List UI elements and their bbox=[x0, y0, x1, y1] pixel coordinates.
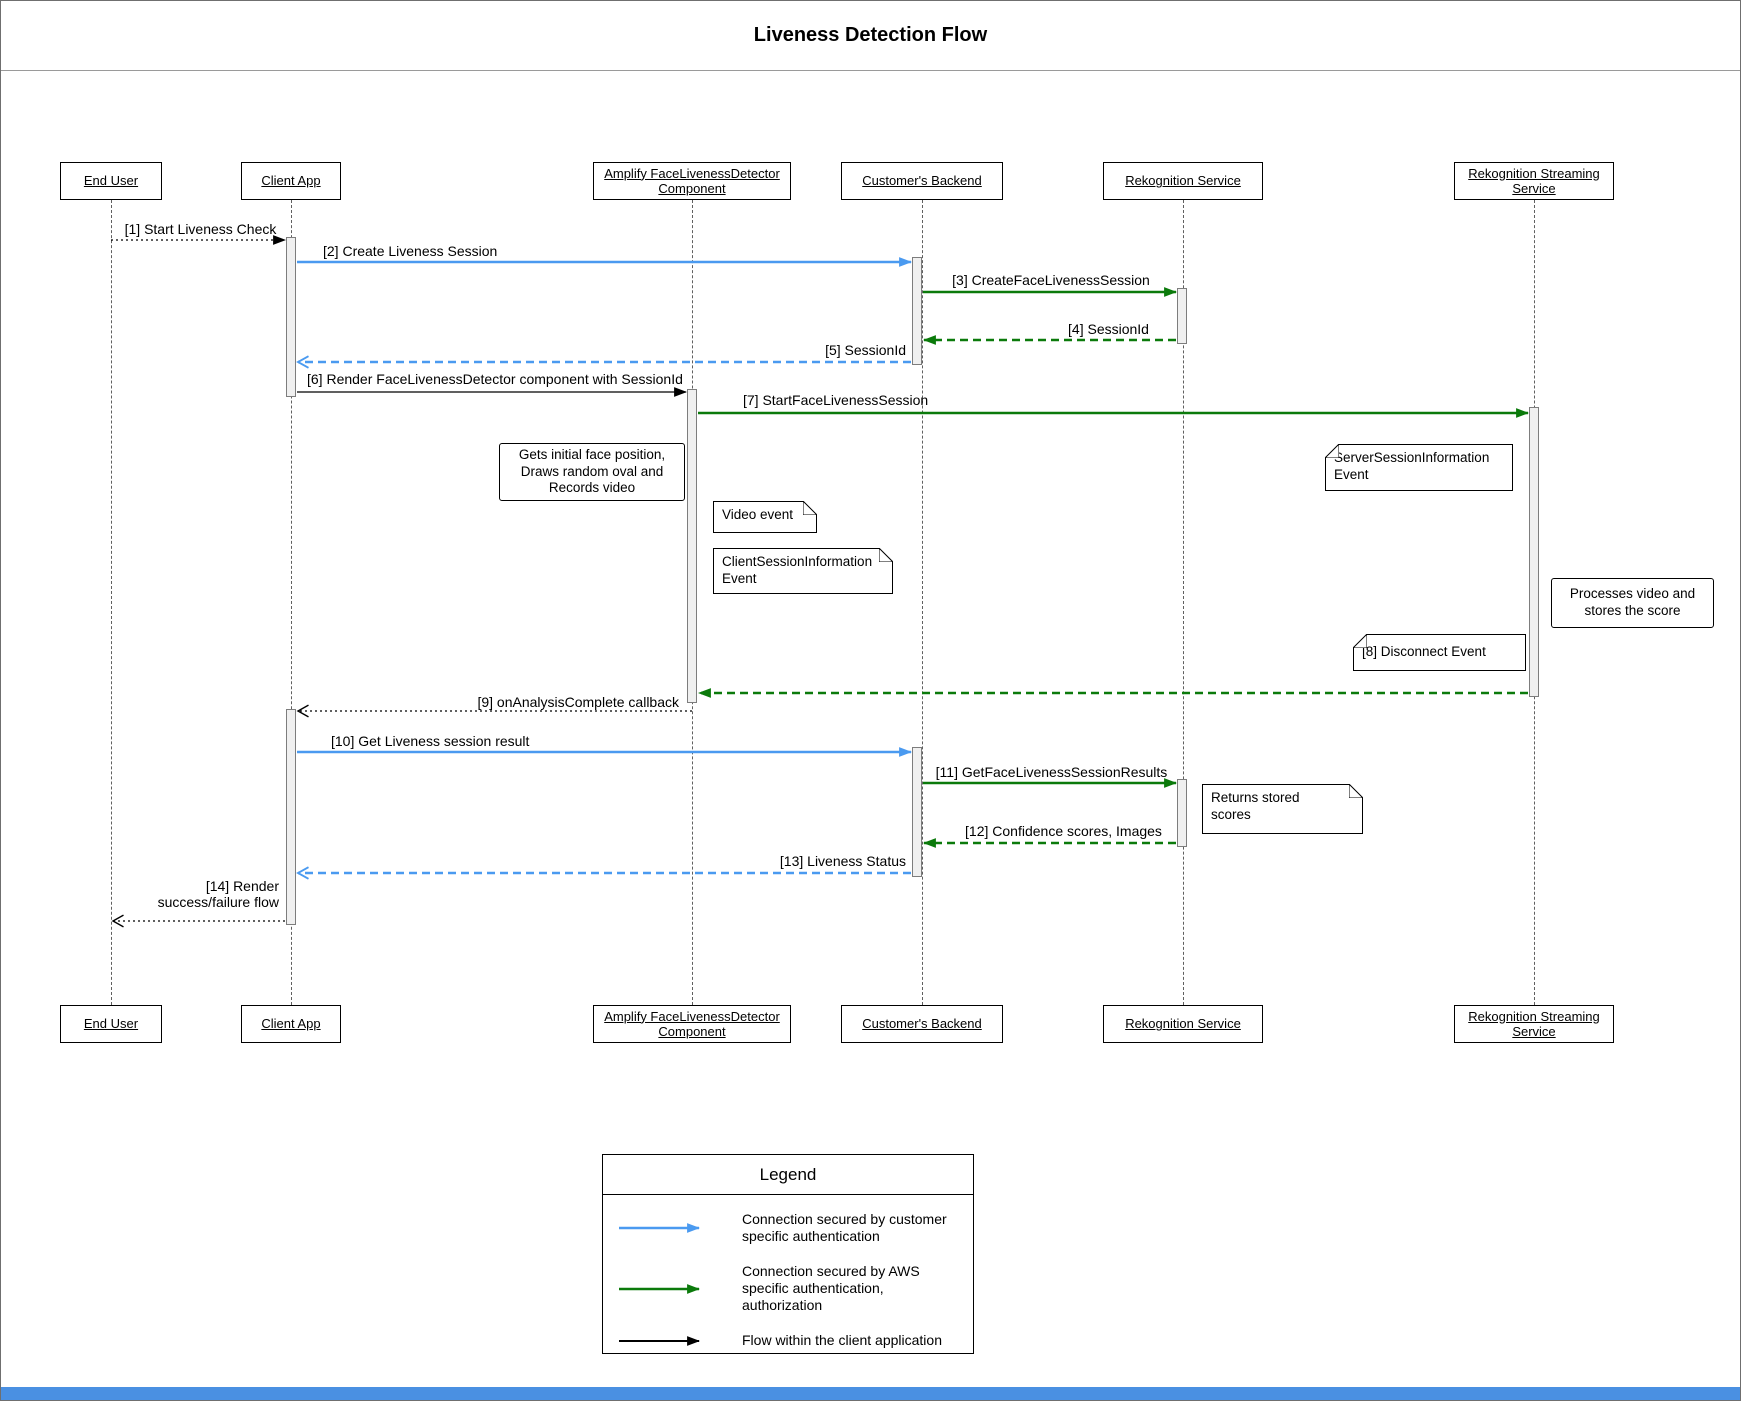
actor-bottom-end-user: End User bbox=[60, 1005, 162, 1043]
message-3-label: [3] CreateFaceLivenessSession bbox=[952, 272, 1150, 288]
legend-row-client-flow: Flow within the client application bbox=[617, 1332, 955, 1349]
message-10-label: [10] Get Liveness session result bbox=[331, 733, 530, 749]
note-returns-scores: Returns stored scores bbox=[1202, 784, 1363, 834]
lifeline-end-user bbox=[111, 200, 112, 1005]
legend-row-aws-auth: Connection secured by AWS specific authe… bbox=[617, 1263, 955, 1314]
note-video-event-text: Video event bbox=[722, 507, 794, 522]
page-title: Liveness Detection Flow bbox=[753, 24, 988, 46]
note-client-session-text: ClientSessionInformation Event bbox=[722, 554, 873, 586]
note-server-session-text: ServerSessionInformation Event bbox=[1334, 450, 1490, 482]
note-fold-icon bbox=[1353, 634, 1367, 648]
legend: Legend Connection secured by customer sp… bbox=[602, 1154, 974, 1354]
actor-top-customer-backend: Customer's Backend bbox=[841, 162, 1003, 200]
note-fold-icon bbox=[1349, 784, 1363, 798]
message-2-label: [2] Create Liveness Session bbox=[323, 243, 498, 259]
note-disconnect-event-text: [8] Disconnect Event bbox=[1362, 644, 1486, 660]
actor-top-end-user: End User bbox=[60, 162, 162, 200]
activation-rekognition-2 bbox=[1177, 779, 1187, 847]
legend-label: Connection secured by customer specific … bbox=[742, 1211, 947, 1244]
note-returns-scores-text: Returns stored scores bbox=[1211, 790, 1300, 822]
actor-top-rekognition-service: Rekognition Service bbox=[1103, 162, 1263, 200]
actor-label: Rekognition Service bbox=[1125, 1016, 1241, 1032]
lifeline-client-app bbox=[291, 200, 292, 1005]
actor-top-amplify-component: Amplify FaceLivenessDetector Component bbox=[593, 162, 791, 200]
black-arrow-icon bbox=[619, 1335, 701, 1346]
activation-amplify bbox=[687, 389, 697, 703]
activation-backend-2 bbox=[912, 747, 922, 877]
actor-bottom-rekognition-streaming: Rekognition Streaming Service bbox=[1454, 1005, 1614, 1043]
activation-streaming bbox=[1529, 407, 1539, 697]
actor-bottom-client-app: Client App bbox=[241, 1005, 341, 1043]
actor-label: Customer's Backend bbox=[862, 1016, 982, 1032]
note-fold-icon bbox=[803, 501, 817, 515]
legend-row-customer-auth: Connection secured by customer specific … bbox=[617, 1211, 955, 1245]
diagram-header: Liveness Detection Flow bbox=[1, 1, 1740, 71]
legend-label: Connection secured by AWS specific authe… bbox=[742, 1263, 920, 1313]
activation-backend-1 bbox=[912, 257, 922, 365]
actor-bottom-amplify-component: Amplify FaceLivenessDetector Component bbox=[593, 1005, 791, 1043]
message-11-label: [11] GetFaceLivenessSessionResults bbox=[935, 764, 1168, 780]
actor-label: Amplify FaceLivenessDetector Component bbox=[604, 1008, 780, 1039]
actor-label: Client App bbox=[261, 1016, 321, 1032]
note-face-position: Gets initial face position, Draws random… bbox=[499, 443, 685, 501]
actor-label: Rekognition Streaming Service bbox=[1468, 1008, 1600, 1039]
bottom-blue-bar bbox=[1, 1387, 1740, 1400]
actor-label: Client App bbox=[261, 173, 321, 189]
note-client-session-event: ClientSessionInformation Event bbox=[713, 548, 893, 594]
actor-top-rekognition-streaming: Rekognition Streaming Service bbox=[1454, 162, 1614, 200]
legend-title: Legend bbox=[603, 1155, 973, 1195]
actor-label: End User bbox=[83, 1016, 139, 1032]
message-13-label: [13] Liveness Status bbox=[779, 853, 906, 869]
actor-label: Customer's Backend bbox=[862, 173, 982, 189]
message-5-label: [5] SessionId bbox=[825, 342, 906, 358]
message-4-label: [4] SessionId bbox=[1068, 321, 1149, 337]
note-video-event: Video event bbox=[713, 501, 817, 533]
note-disconnect-event: [8] Disconnect Event bbox=[1353, 634, 1526, 671]
message-9-label: [9] onAnalysisComplete callback bbox=[477, 694, 679, 710]
blue-arrow-icon bbox=[619, 1223, 701, 1233]
message-14-label: [14] Render success/failure flow bbox=[157, 878, 279, 910]
message-12-label: [12] Confidence scores, Images bbox=[965, 823, 1162, 839]
activation-rekognition-1 bbox=[1177, 288, 1187, 344]
actor-label: End User bbox=[83, 173, 139, 189]
message-7-label: [7] StartFaceLivenessSession bbox=[743, 392, 929, 408]
note-server-session-event: ServerSessionInformation Event bbox=[1325, 444, 1513, 491]
activation-client-app-1 bbox=[286, 237, 296, 397]
note-face-position-text: Gets initial face position, Draws random… bbox=[518, 446, 666, 496]
message-6-label: [6] Render FaceLivenessDetector componen… bbox=[307, 371, 683, 387]
actor-label: Amplify FaceLivenessDetector Component bbox=[604, 165, 780, 196]
activation-client-app-2 bbox=[286, 709, 296, 925]
note-processes-video-text: Processes video and stores the score bbox=[1569, 586, 1696, 618]
lifeline-customer-backend bbox=[922, 200, 923, 1005]
note-fold-icon bbox=[1325, 444, 1339, 458]
legend-label: Flow within the client application bbox=[742, 1332, 942, 1348]
actor-label: Rekognition Service bbox=[1125, 173, 1241, 189]
legend-items: Connection secured by customer specific … bbox=[603, 1195, 973, 1349]
actor-bottom-customer-backend: Customer's Backend bbox=[841, 1005, 1003, 1043]
note-processes-video: Processes video and stores the score bbox=[1551, 578, 1714, 628]
green-arrow-icon bbox=[619, 1283, 701, 1294]
actor-bottom-rekognition-service: Rekognition Service bbox=[1103, 1005, 1263, 1043]
message-1-label: [1] Start Liveness Check bbox=[124, 221, 277, 237]
note-fold-icon bbox=[879, 548, 893, 562]
actor-label: Rekognition Streaming Service bbox=[1468, 165, 1600, 196]
actor-top-client-app: Client App bbox=[241, 162, 341, 200]
lifeline-rekognition-service bbox=[1183, 200, 1184, 1005]
